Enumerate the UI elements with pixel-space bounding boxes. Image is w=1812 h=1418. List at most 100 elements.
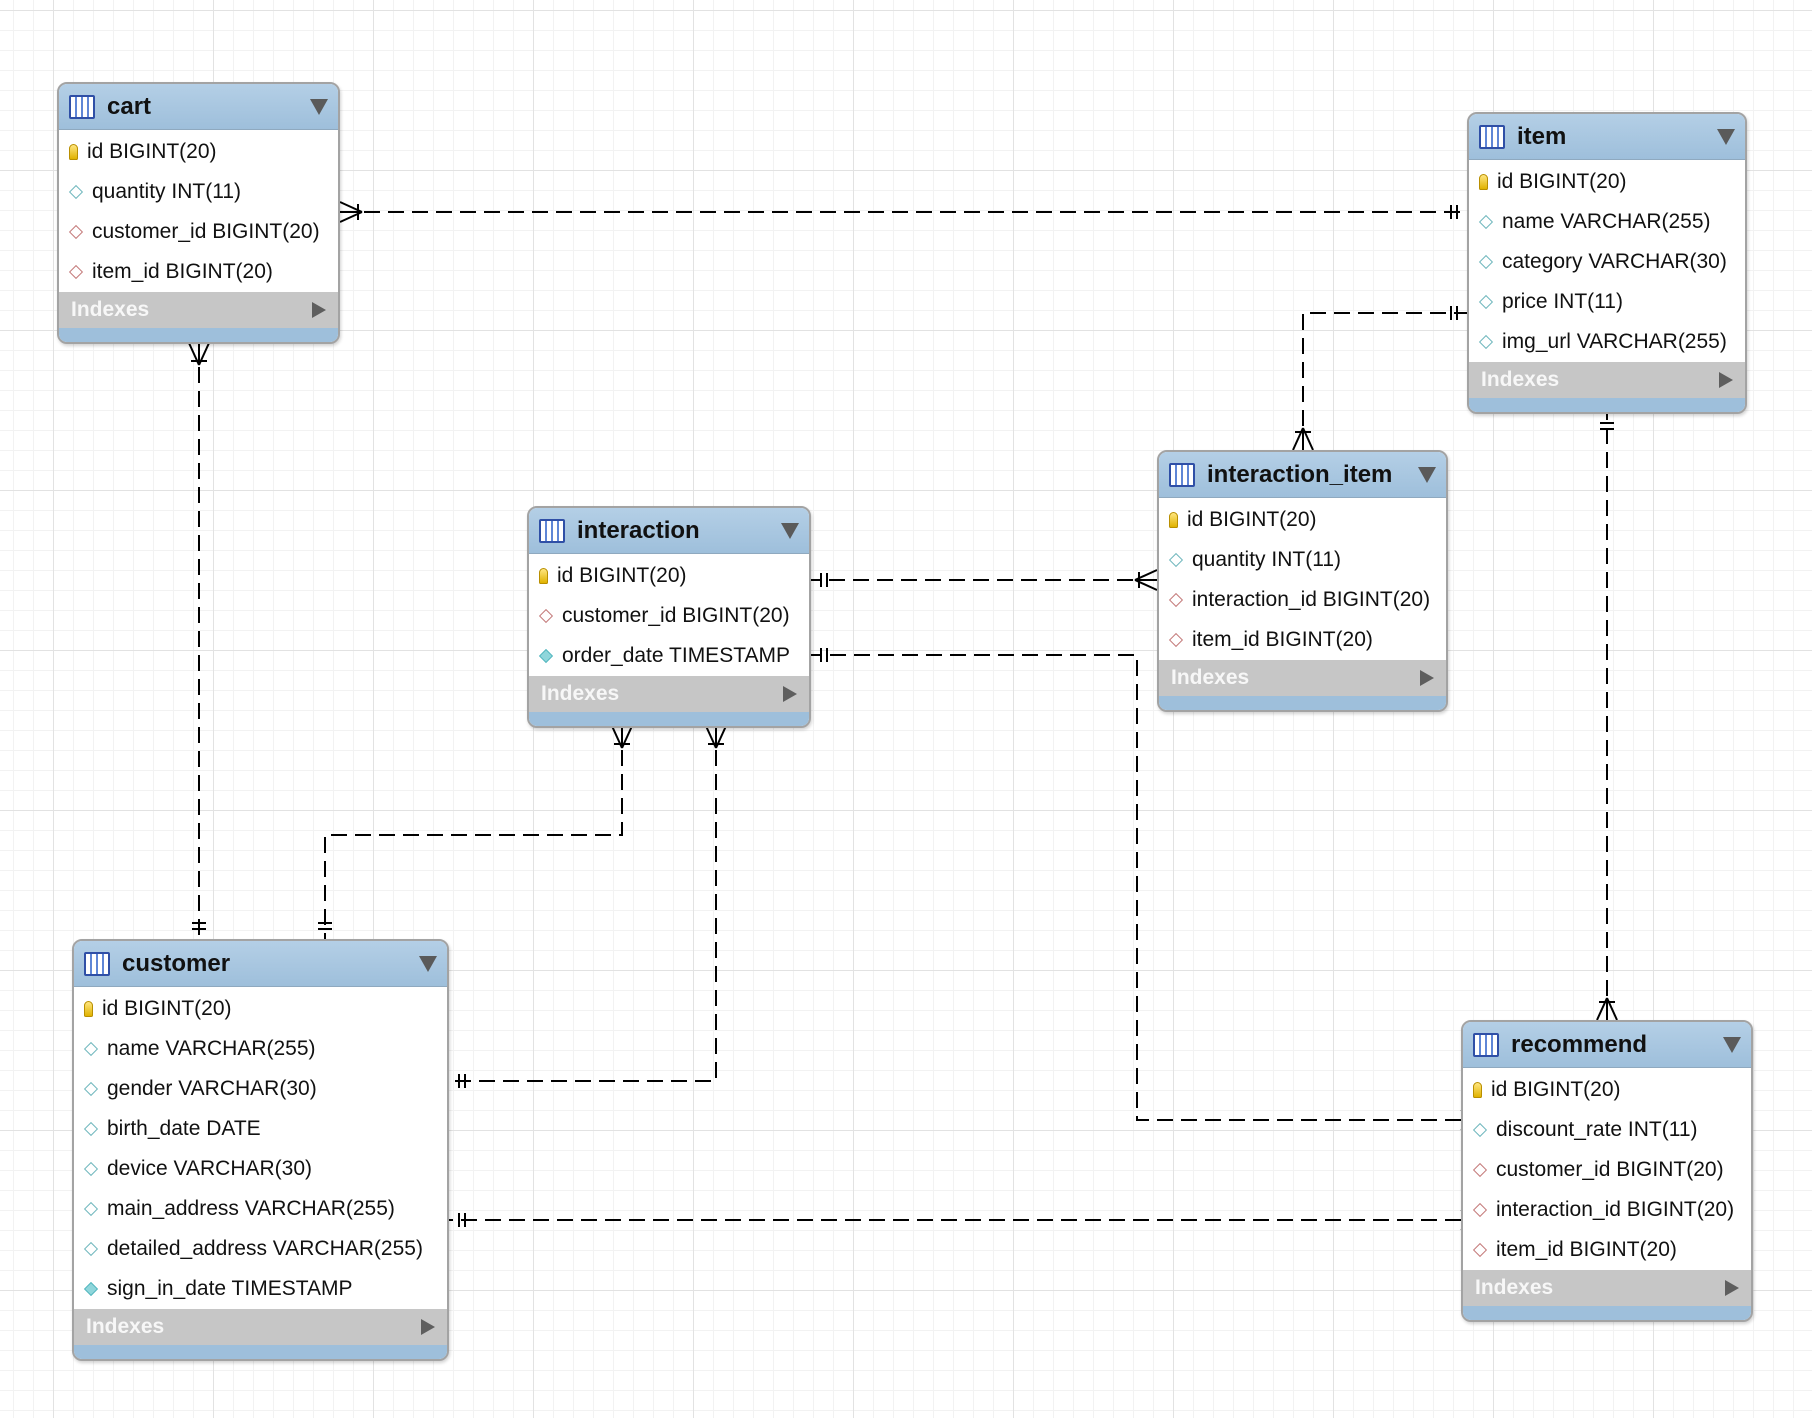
relationship-recommend-customer[interactable] bbox=[449, 1209, 1484, 1231]
column-row[interactable]: main_address VARCHAR(255) bbox=[74, 1189, 447, 1229]
table-icon bbox=[84, 951, 110, 976]
not-null-column-icon bbox=[538, 648, 554, 664]
column-list: id BIGINT(20)discount_rate INT(11)custom… bbox=[1463, 1068, 1751, 1270]
indexes-section[interactable]: Indexes bbox=[59, 292, 338, 328]
collapse-triangle-icon[interactable] bbox=[1723, 1036, 1741, 1053]
column-row[interactable]: id BIGINT(20) bbox=[74, 989, 447, 1029]
column-row[interactable]: quantity INT(11) bbox=[59, 172, 338, 212]
table-header[interactable]: customer bbox=[74, 941, 447, 987]
expand-arrow-icon[interactable] bbox=[312, 302, 326, 318]
table-header[interactable]: interaction_item bbox=[1159, 452, 1446, 498]
relationship-cart-customer[interactable] bbox=[188, 342, 210, 939]
column-icon bbox=[83, 1041, 99, 1057]
collapse-triangle-icon[interactable] bbox=[1717, 128, 1735, 145]
column-row[interactable]: device VARCHAR(30) bbox=[74, 1149, 447, 1189]
table-header[interactable]: cart bbox=[59, 84, 338, 130]
relationship-interaction-item-item[interactable] bbox=[1292, 306, 1467, 451]
primary-key-icon bbox=[69, 144, 78, 160]
column-row[interactable]: item_id BIGINT(20) bbox=[1463, 1230, 1751, 1270]
column-label: item_id BIGINT(20) bbox=[92, 260, 273, 283]
collapse-triangle-icon[interactable] bbox=[1418, 466, 1436, 483]
column-row[interactable]: name VARCHAR(255) bbox=[74, 1029, 447, 1069]
column-label: quantity INT(11) bbox=[92, 180, 241, 203]
column-row[interactable]: name VARCHAR(255) bbox=[1469, 202, 1745, 242]
column-row[interactable]: detailed_address VARCHAR(255) bbox=[74, 1229, 447, 1269]
table-footer bbox=[1469, 398, 1745, 412]
column-row[interactable]: item_id BIGINT(20) bbox=[1159, 620, 1446, 660]
primary-key-icon bbox=[1169, 512, 1178, 528]
foreign-key-icon bbox=[68, 264, 84, 280]
column-row[interactable]: customer_id BIGINT(20) bbox=[529, 596, 809, 636]
column-label: customer_id BIGINT(20) bbox=[562, 604, 790, 627]
column-row[interactable]: id BIGINT(20) bbox=[529, 556, 809, 596]
column-row[interactable]: customer_id BIGINT(20) bbox=[1463, 1150, 1751, 1190]
column-row[interactable]: sign_in_date TIMESTAMP bbox=[74, 1269, 447, 1309]
expand-arrow-icon[interactable] bbox=[1420, 670, 1434, 686]
table-name: item bbox=[1517, 122, 1567, 150]
column-label: id BIGINT(20) bbox=[1497, 170, 1627, 193]
column-label: interaction_id BIGINT(20) bbox=[1496, 1198, 1735, 1221]
collapse-triangle-icon[interactable] bbox=[781, 522, 799, 539]
collapse-triangle-icon[interactable] bbox=[310, 98, 328, 115]
foreign-key-icon bbox=[1472, 1162, 1488, 1178]
table-name: cart bbox=[107, 92, 152, 120]
expand-arrow-icon[interactable] bbox=[1725, 1280, 1739, 1296]
column-icon bbox=[1478, 214, 1494, 230]
relationship-interaction-customer[interactable] bbox=[318, 725, 633, 939]
column-row[interactable]: id BIGINT(20) bbox=[1159, 500, 1446, 540]
column-row[interactable]: id BIGINT(20) bbox=[1463, 1070, 1751, 1110]
table-header[interactable]: interaction bbox=[529, 508, 809, 554]
table-item[interactable]: item id BIGINT(20) name VARCHAR(255)catego… bbox=[1467, 112, 1747, 414]
column-row[interactable]: birth_date DATE bbox=[74, 1109, 447, 1149]
table-footer bbox=[1159, 696, 1446, 710]
foreign-key-icon bbox=[538, 608, 554, 624]
foreign-key-icon bbox=[1472, 1242, 1488, 1258]
column-row[interactable]: category VARCHAR(30) bbox=[1469, 242, 1745, 282]
column-row[interactable]: price INT(11) bbox=[1469, 282, 1745, 322]
table-header[interactable]: item bbox=[1469, 114, 1745, 160]
primary-key-icon bbox=[1479, 174, 1488, 190]
table-name: interaction bbox=[577, 516, 700, 544]
indexes-section[interactable]: Indexes bbox=[1159, 660, 1446, 696]
table-footer bbox=[74, 1345, 447, 1359]
column-row[interactable]: order_date TIMESTAMP bbox=[529, 636, 809, 676]
foreign-key-icon bbox=[1472, 1202, 1488, 1218]
indexes-label: Indexes bbox=[71, 298, 150, 321]
table-icon bbox=[1473, 1032, 1499, 1057]
relationship-recommend-item[interactable] bbox=[1596, 413, 1618, 1021]
relationship-cart-item[interactable] bbox=[339, 201, 1467, 223]
column-row[interactable]: id BIGINT(20) bbox=[59, 132, 338, 172]
indexes-label: Indexes bbox=[86, 1315, 165, 1338]
relationship-interaction-customer-fk[interactable] bbox=[449, 725, 727, 1088]
expand-arrow-icon[interactable] bbox=[421, 1319, 435, 1335]
column-icon bbox=[83, 1241, 99, 1257]
expand-arrow-icon[interactable] bbox=[783, 686, 797, 702]
column-row[interactable]: interaction_id BIGINT(20) bbox=[1159, 580, 1446, 620]
column-row[interactable]: interaction_id BIGINT(20) bbox=[1463, 1190, 1751, 1230]
column-icon bbox=[1168, 552, 1184, 568]
relationship-interaction-item-interaction[interactable] bbox=[811, 569, 1158, 591]
expand-arrow-icon[interactable] bbox=[1719, 372, 1733, 388]
collapse-triangle-icon[interactable] bbox=[419, 955, 437, 972]
column-row[interactable]: id BIGINT(20) bbox=[1469, 162, 1745, 202]
indexes-section[interactable]: Indexes bbox=[74, 1309, 447, 1345]
table-interaction[interactable]: interaction id BIGINT(20) customer_id BIGI… bbox=[527, 506, 811, 728]
column-row[interactable]: img_url VARCHAR(255) bbox=[1469, 322, 1745, 362]
column-label: id BIGINT(20) bbox=[1187, 508, 1317, 531]
column-label: device VARCHAR(30) bbox=[107, 1157, 313, 1180]
column-row[interactable]: gender VARCHAR(30) bbox=[74, 1069, 447, 1109]
indexes-section[interactable]: Indexes bbox=[1463, 1270, 1751, 1306]
indexes-section[interactable]: Indexes bbox=[1469, 362, 1745, 398]
table-cart[interactable]: cart id BIGINT(20) quantity INT(11) custome… bbox=[57, 82, 340, 344]
table-header[interactable]: recommend bbox=[1463, 1022, 1751, 1068]
column-label: item_id BIGINT(20) bbox=[1496, 1238, 1677, 1261]
relationship-recommend-interaction[interactable] bbox=[811, 648, 1484, 1131]
column-row[interactable]: customer_id BIGINT(20) bbox=[59, 212, 338, 252]
column-row[interactable]: quantity INT(11) bbox=[1159, 540, 1446, 580]
indexes-section[interactable]: Indexes bbox=[529, 676, 809, 712]
column-row[interactable]: item_id BIGINT(20) bbox=[59, 252, 338, 292]
column-row[interactable]: discount_rate INT(11) bbox=[1463, 1110, 1751, 1150]
